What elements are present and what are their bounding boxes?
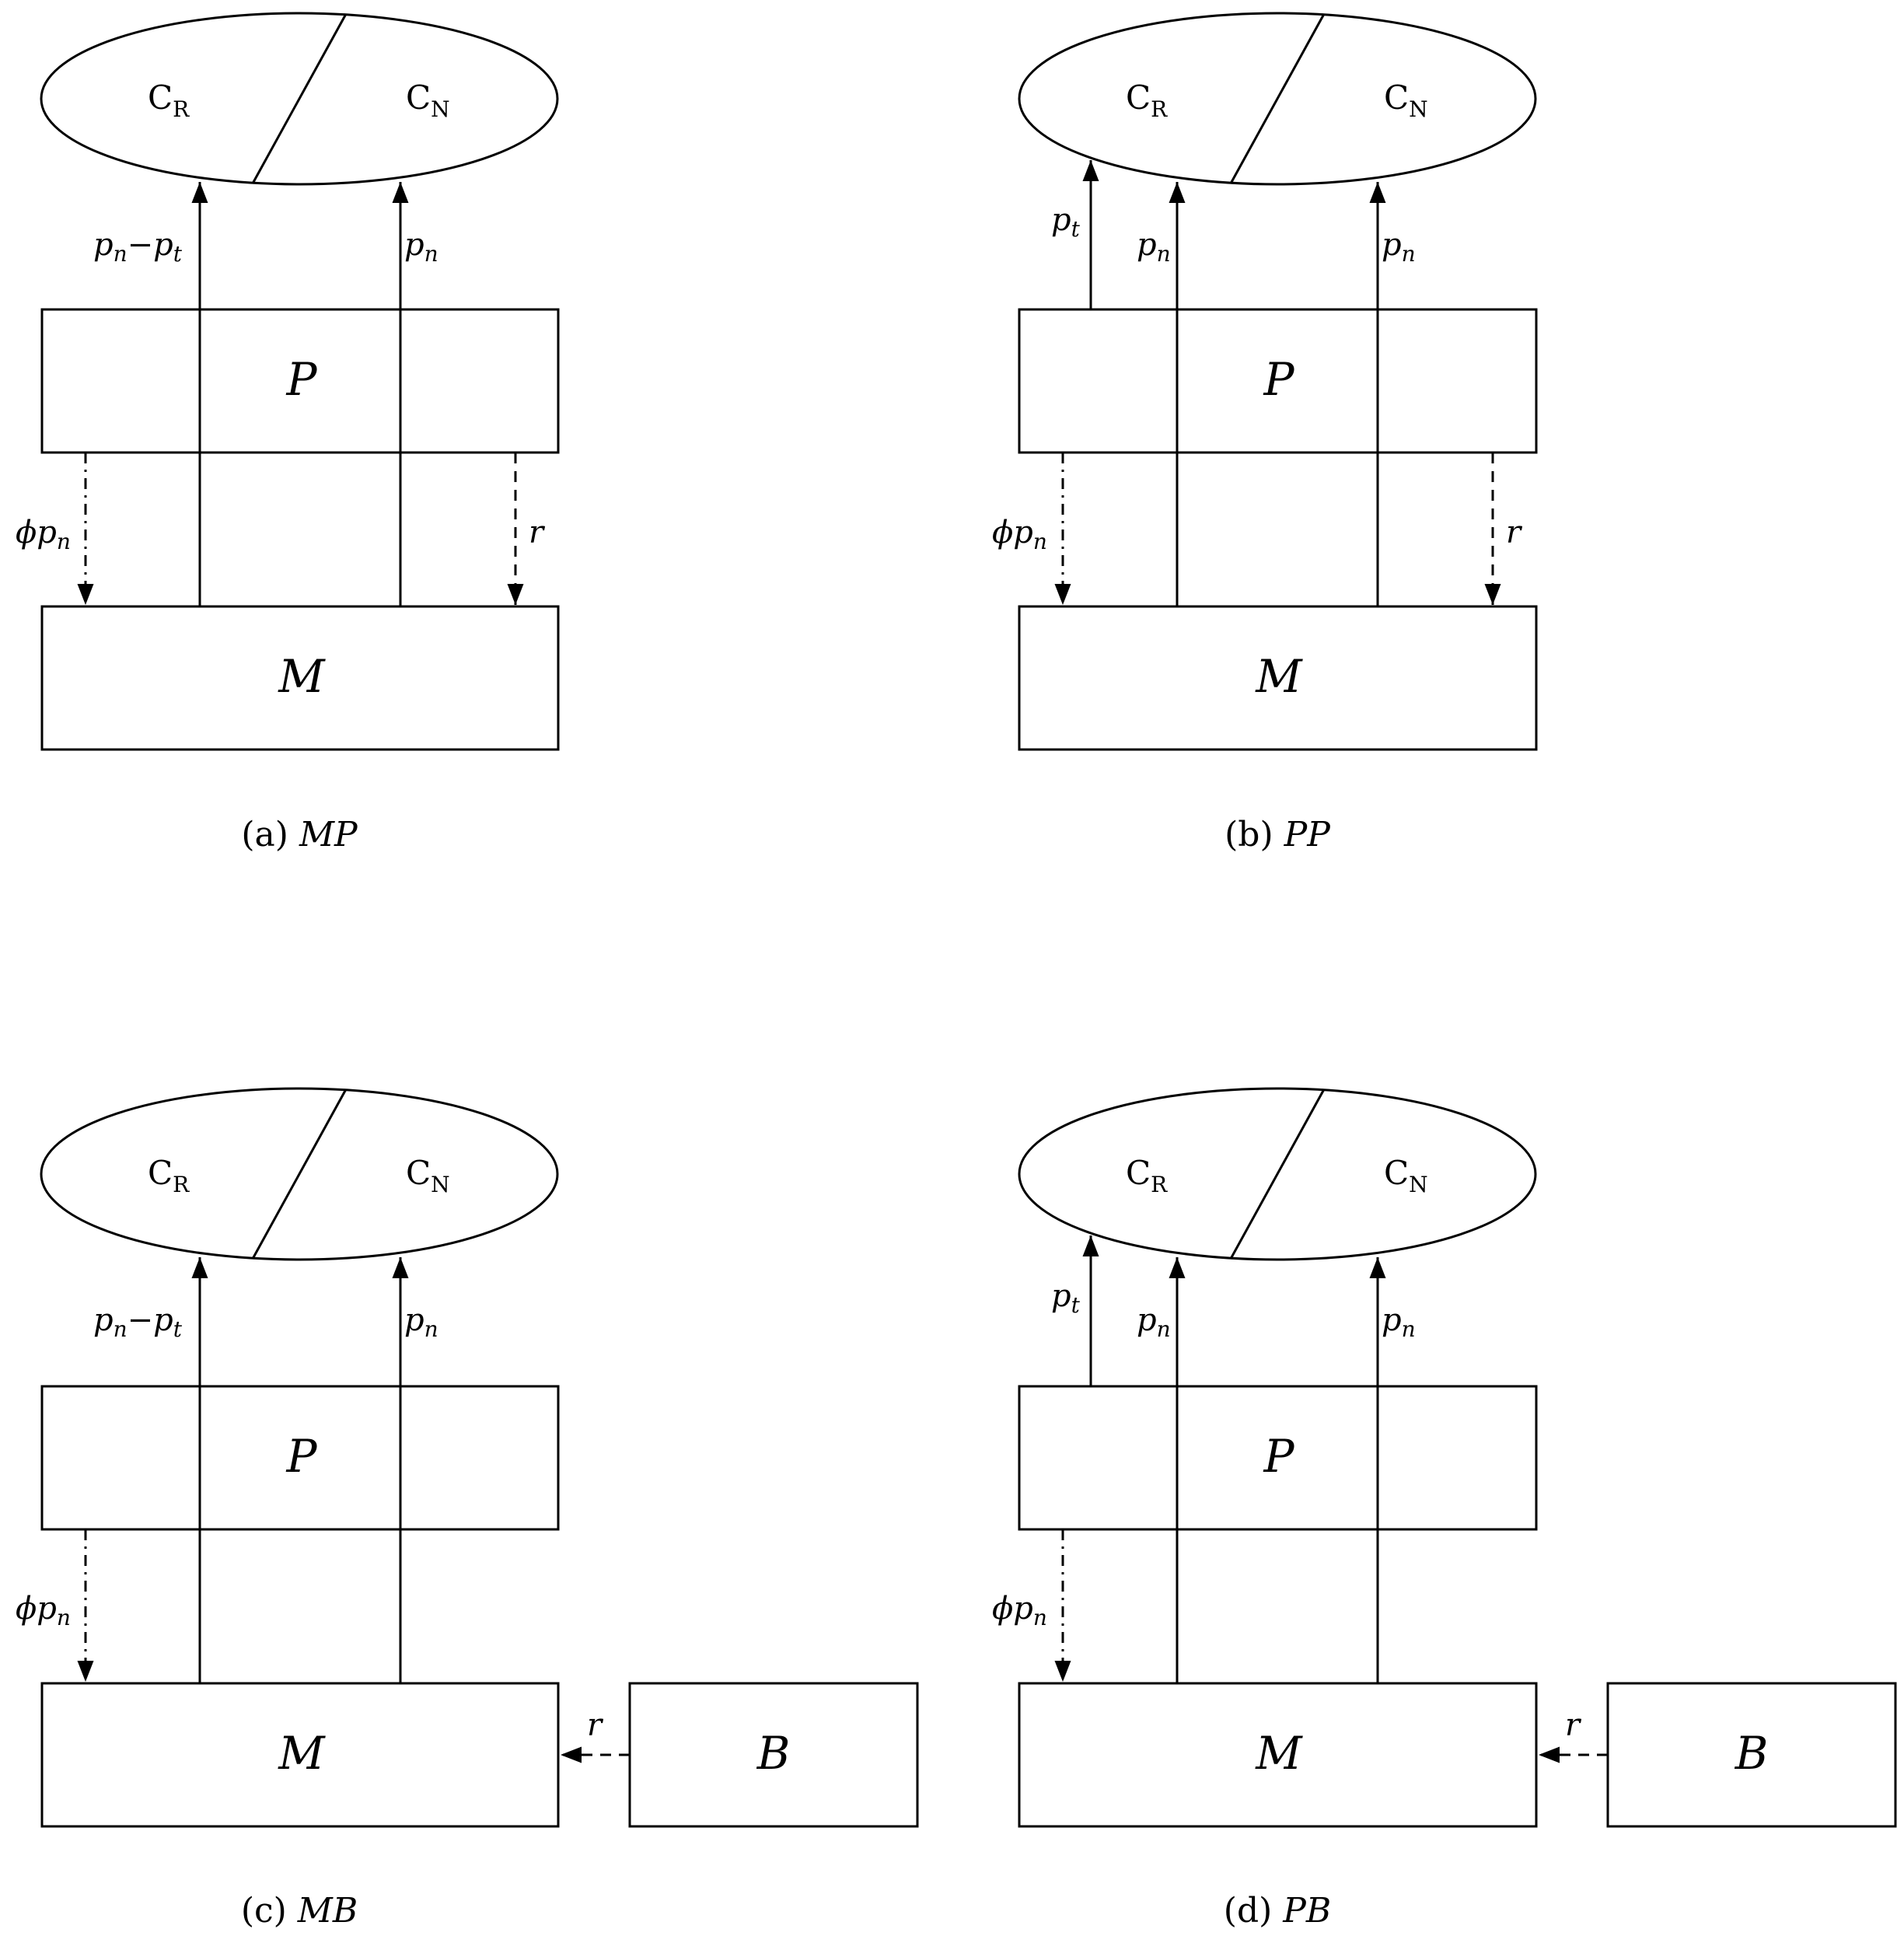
label-recycle: r: [587, 1707, 604, 1743]
label-commission: ϕpn: [16, 1591, 71, 1630]
label-recycle: r: [529, 515, 546, 550]
label-recycle: r: [1506, 515, 1523, 550]
platform-label: P: [1263, 353, 1294, 406]
customer-segment-cr: CR: [1126, 1154, 1168, 1197]
manufacturer-box: [1018, 605, 1538, 751]
platform-label: P: [285, 353, 317, 406]
manufacturer-box: [40, 605, 560, 751]
caption-d: (d) PB: [1224, 1891, 1331, 1931]
customer-market-ellipse: CR CN: [1018, 12, 1537, 186]
label-commission: ϕpn: [16, 515, 71, 554]
third-party-box: [628, 1682, 919, 1828]
label-price-to-cr: pn−pt: [93, 1302, 183, 1342]
panel-d: CR CN P M B pt pn pn ϕpn r (d) PB: [992, 1087, 1897, 1931]
manufacturer-box: [1018, 1682, 1538, 1828]
label-commission: ϕpn: [992, 1591, 1047, 1630]
manufacturer-label: M: [1255, 1727, 1303, 1780]
customer-market-ellipse: CR CN: [40, 1087, 559, 1261]
customer-market-ellipse: CR CN: [1018, 1087, 1537, 1261]
third-party-label: B: [756, 1727, 791, 1780]
panel-a: CR CN P M pn−pt pn ϕpn r (a) MP: [16, 12, 560, 854]
panel-b: CR CN P M pt pn pn ϕpn r (b) PP: [992, 12, 1538, 854]
caption-c: (c) MB: [241, 1891, 358, 1931]
label-commission: ϕpn: [992, 515, 1047, 554]
manufacturer-box: [40, 1682, 560, 1828]
customer-market-ellipse: CR CN: [40, 12, 559, 186]
platform-label: P: [1263, 1430, 1294, 1483]
third-party-label: B: [1735, 1727, 1769, 1780]
label-price-to-cn: pn: [1382, 1302, 1416, 1342]
platform-box: [40, 308, 560, 454]
customer-segment-cn: CN: [406, 79, 450, 122]
customer-segment-cr: CR: [148, 79, 190, 122]
caption-a: (a) MP: [241, 815, 358, 854]
label-price-to-cn: pn: [404, 227, 438, 267]
label-price-to-cr: pn−pt: [93, 227, 183, 267]
customer-segment-cn: CN: [1384, 1154, 1428, 1197]
platform-box: [40, 1385, 560, 1531]
label-price-platform-to-cr: pt: [1051, 1278, 1081, 1318]
caption-b: (b) PP: [1224, 815, 1331, 854]
label-recycle: r: [1565, 1707, 1582, 1743]
customer-segment-cn: CN: [1384, 79, 1428, 122]
manufacturer-label: M: [278, 650, 326, 703]
manufacturer-label: M: [1255, 650, 1303, 703]
label-price-to-cn: pn: [1382, 227, 1416, 267]
platform-box: [1018, 1385, 1538, 1531]
label-price-to-cr: pn: [1137, 227, 1171, 267]
customer-segment-cr: CR: [148, 1154, 190, 1197]
panel-c: CR CN P M B pn−pt pn ϕpn r (c) MB: [16, 1087, 919, 1931]
manufacturer-label: M: [278, 1727, 326, 1780]
customer-segment-cr: CR: [1126, 79, 1168, 122]
customer-segment-cn: CN: [406, 1154, 450, 1197]
label-price-platform-to-cr: pt: [1051, 202, 1081, 242]
label-price-to-cn: pn: [404, 1302, 438, 1342]
platform-box: [1018, 308, 1538, 454]
platform-label: P: [285, 1430, 317, 1483]
label-price-to-cr: pn: [1137, 1302, 1171, 1342]
